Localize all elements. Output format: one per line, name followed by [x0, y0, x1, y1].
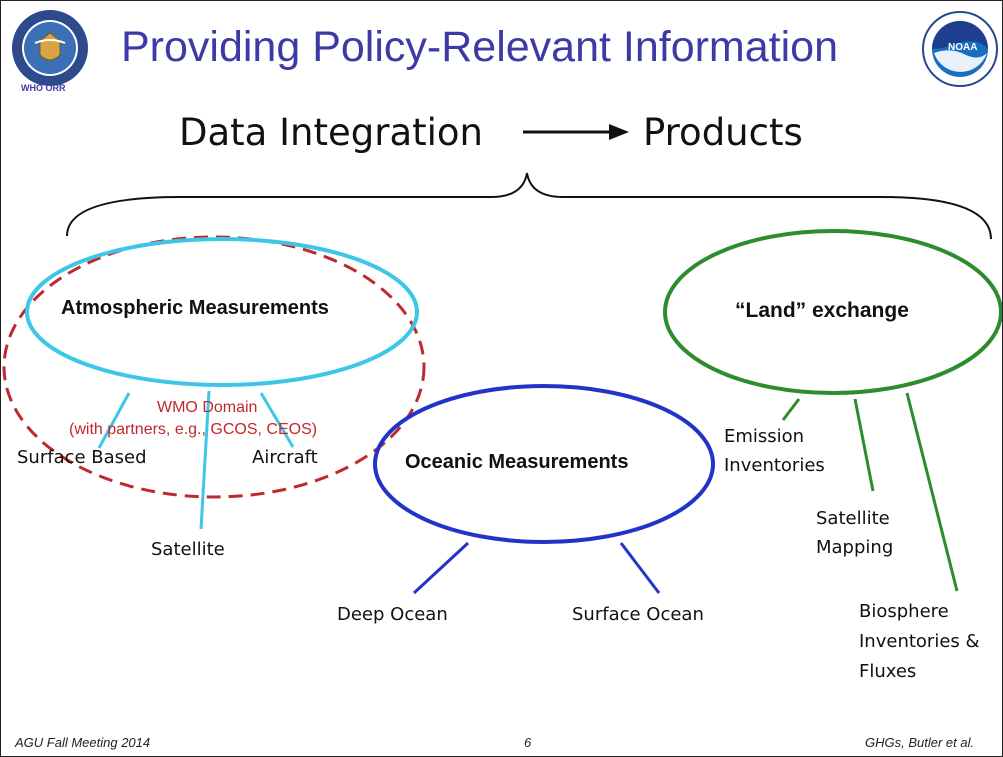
connector-aircraft — [259, 392, 295, 448]
footer-page-number: 6 — [524, 735, 532, 750]
atmospheric-measurements-label: Atmospheric Measurements — [61, 297, 329, 319]
surface-based-label: Surface Based — [17, 447, 147, 468]
curly-brace — [66, 172, 992, 240]
connector-satellite — [199, 390, 211, 530]
connector-emission — [781, 398, 801, 421]
satellite-mapping-label: Satellite Mapping — [816, 504, 893, 562]
land-exchange-label: “Land” exchange — [735, 299, 909, 322]
biosphere-label: Biosphere Inventories & Fluxes — [859, 597, 980, 687]
connector-satellite-mapping — [853, 398, 875, 492]
header-products: Products — [643, 111, 803, 154]
commerce-seal-logo: WHO ORR — [7, 7, 93, 93]
bio-line-1: Biosphere — [859, 601, 949, 622]
satmap-line-2: Mapping — [816, 537, 894, 558]
emission-line-1: Emission — [724, 426, 805, 447]
oceanic-ellipse — [373, 384, 715, 544]
bio-line-3: Fluxes — [859, 661, 917, 682]
satmap-line-1: Satellite — [816, 508, 890, 529]
bio-line-2: Inventories & — [859, 631, 980, 652]
slide-title: Providing Policy-Relevant Information — [121, 23, 838, 71]
aircraft-label: Aircraft — [252, 447, 318, 468]
connector-deep-ocean — [412, 541, 470, 595]
header-data-integration: Data Integration — [179, 111, 483, 154]
integration-arrow — [523, 124, 629, 140]
wmo-domain-boundary — [2, 235, 426, 499]
noaa-logo-text: NOAA — [948, 42, 978, 53]
connector-biosphere — [905, 392, 959, 592]
emission-line-2: Inventories — [724, 455, 825, 476]
commerce-seal-text: WHO ORR — [21, 83, 66, 93]
deep-ocean-label: Deep Ocean — [337, 604, 448, 625]
connector-surface-ocean — [619, 542, 661, 594]
surface-ocean-label: Surface Ocean — [572, 604, 704, 625]
footer-meeting: AGU Fall Meeting 2014 — [15, 735, 151, 750]
connector-surface-based — [97, 392, 131, 449]
emission-inventories-label: Emission Inventories — [724, 422, 825, 480]
atmospheric-ellipse — [25, 237, 419, 387]
land-ellipse — [663, 229, 1002, 395]
satellite-label: Satellite — [151, 539, 225, 560]
oceanic-measurements-label: Oceanic Measurements — [405, 451, 629, 473]
wmo-domain-label: WMO Domain — [157, 399, 258, 416]
wmo-partners-label: (with partners, e.g., GCOS, CEOS) — [69, 421, 318, 438]
noaa-logo: NOAA — [921, 9, 999, 89]
footer-citation: GHGs, Butler et al. — [865, 735, 975, 750]
